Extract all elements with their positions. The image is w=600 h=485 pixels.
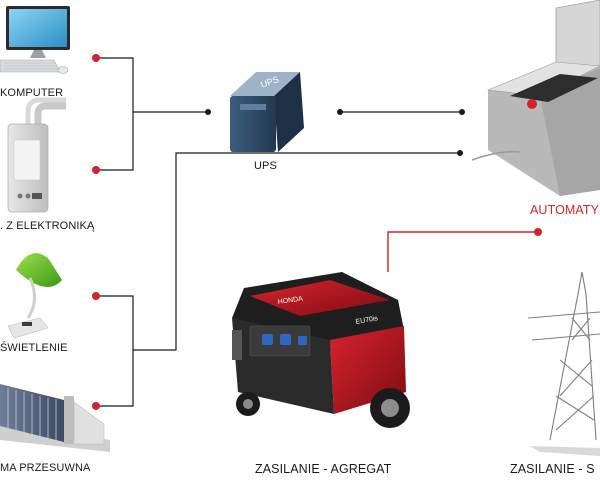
dot-gate xyxy=(92,402,100,410)
computer-icon xyxy=(0,6,70,74)
label-boiler: . Z ELEKTRONIKĄ xyxy=(0,220,95,232)
label-grid: ZASILANIE - S xyxy=(510,462,595,476)
dot-lamp xyxy=(92,292,100,300)
sliding-gate-icon xyxy=(0,384,110,452)
label-automation: AUTOMATY xyxy=(530,203,600,217)
connection-lines xyxy=(96,57,462,407)
ups-icon: UPS xyxy=(230,72,304,152)
label-computer: KOMPUTER xyxy=(0,87,64,99)
line-bus-to-automation xyxy=(133,152,460,351)
connection-dots xyxy=(92,54,542,410)
dot-automation-in-1 xyxy=(459,109,465,115)
lamp-icon xyxy=(7,253,62,339)
label-generator: ZASILANIE - AGREGAT xyxy=(255,462,392,476)
power-pylon-icon xyxy=(527,271,600,456)
dot-boiler xyxy=(92,166,100,174)
dot-computer xyxy=(92,54,100,62)
line-generator-to-automation xyxy=(387,231,538,272)
line-computer-to-bus xyxy=(96,57,134,171)
dot-ups-out xyxy=(337,109,343,115)
dot-ups-in xyxy=(205,109,211,115)
generator-model-text: EU70is xyxy=(355,315,379,326)
label-gate: MA PRZESUWNA xyxy=(0,462,91,474)
automation-cabinet-icon xyxy=(471,0,600,196)
line-lamp-gate-bus xyxy=(96,295,134,407)
label-lamp: ŚWIETLENIE xyxy=(0,342,68,354)
generator-brand-text: HONDA xyxy=(277,295,303,305)
generator-icon: HONDA EU70is xyxy=(232,272,410,428)
boiler-icon xyxy=(7,97,66,213)
label-ups: UPS xyxy=(254,160,277,172)
dot-automation-in-2 xyxy=(457,150,463,156)
dot-automation-red xyxy=(534,228,542,236)
